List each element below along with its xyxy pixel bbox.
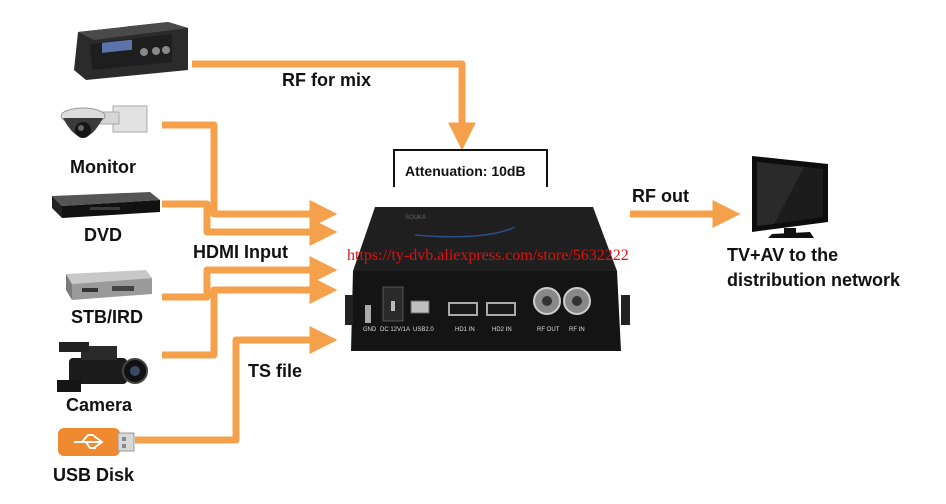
stb-receiver-icon [60, 268, 154, 304]
usb-disk-icon [56, 424, 136, 460]
camcorder-icon [55, 340, 155, 394]
hdmi-input-label: HDMI Input [193, 242, 288, 262]
stb-hdmi-arrow [162, 256, 338, 301]
tv-label-line2: distribution network [727, 270, 900, 290]
dvd-hdmi-arrow [162, 200, 338, 246]
rf-mix-arrow [192, 60, 476, 151]
port-hd1-label: HD1 IN [455, 327, 475, 333]
tv-label-line1: TV+AV to the [727, 245, 839, 265]
tv-icon [744, 152, 830, 238]
svg-text:SOUKA: SOUKA [405, 215, 426, 221]
port-rf-in-label: RF IN [569, 327, 585, 333]
ts-file-label: TS file [248, 361, 303, 381]
port-rf-out-label: RF OUT [537, 327, 560, 333]
stb-label: STB/IRD [71, 307, 143, 327]
usb-label: USB Disk [53, 465, 135, 485]
modulator-unit: SOUKA [345, 205, 630, 365]
store-watermark: https://ty-dvb.aliexpress.com/store/5632… [347, 247, 629, 264]
port-usb-label: USB2.0 [413, 327, 434, 333]
monitor-hdmi-arrow [162, 121, 338, 228]
usb-ts-arrow [135, 326, 338, 444]
port-hd2-label: HD2 IN [492, 327, 512, 333]
dvd-label: DVD [84, 225, 123, 245]
rf-source-device-icon [72, 18, 190, 82]
port-dc-label: DC 12V/1A [380, 327, 411, 333]
dome-camera-icon [55, 100, 155, 152]
dvd-player-icon [50, 190, 162, 220]
port-gnd-label: GND [363, 327, 377, 333]
rf-mix-label: RF for mix [282, 70, 372, 90]
camera-hdmi-arrow [162, 276, 338, 359]
rf-out-label: RF out [632, 186, 689, 206]
attenuation-bracket [393, 149, 548, 187]
monitor-label: Monitor [70, 157, 136, 177]
camera-label: Camera [66, 395, 133, 415]
attenuation-label: Attenuation: 10dB [405, 163, 526, 179]
